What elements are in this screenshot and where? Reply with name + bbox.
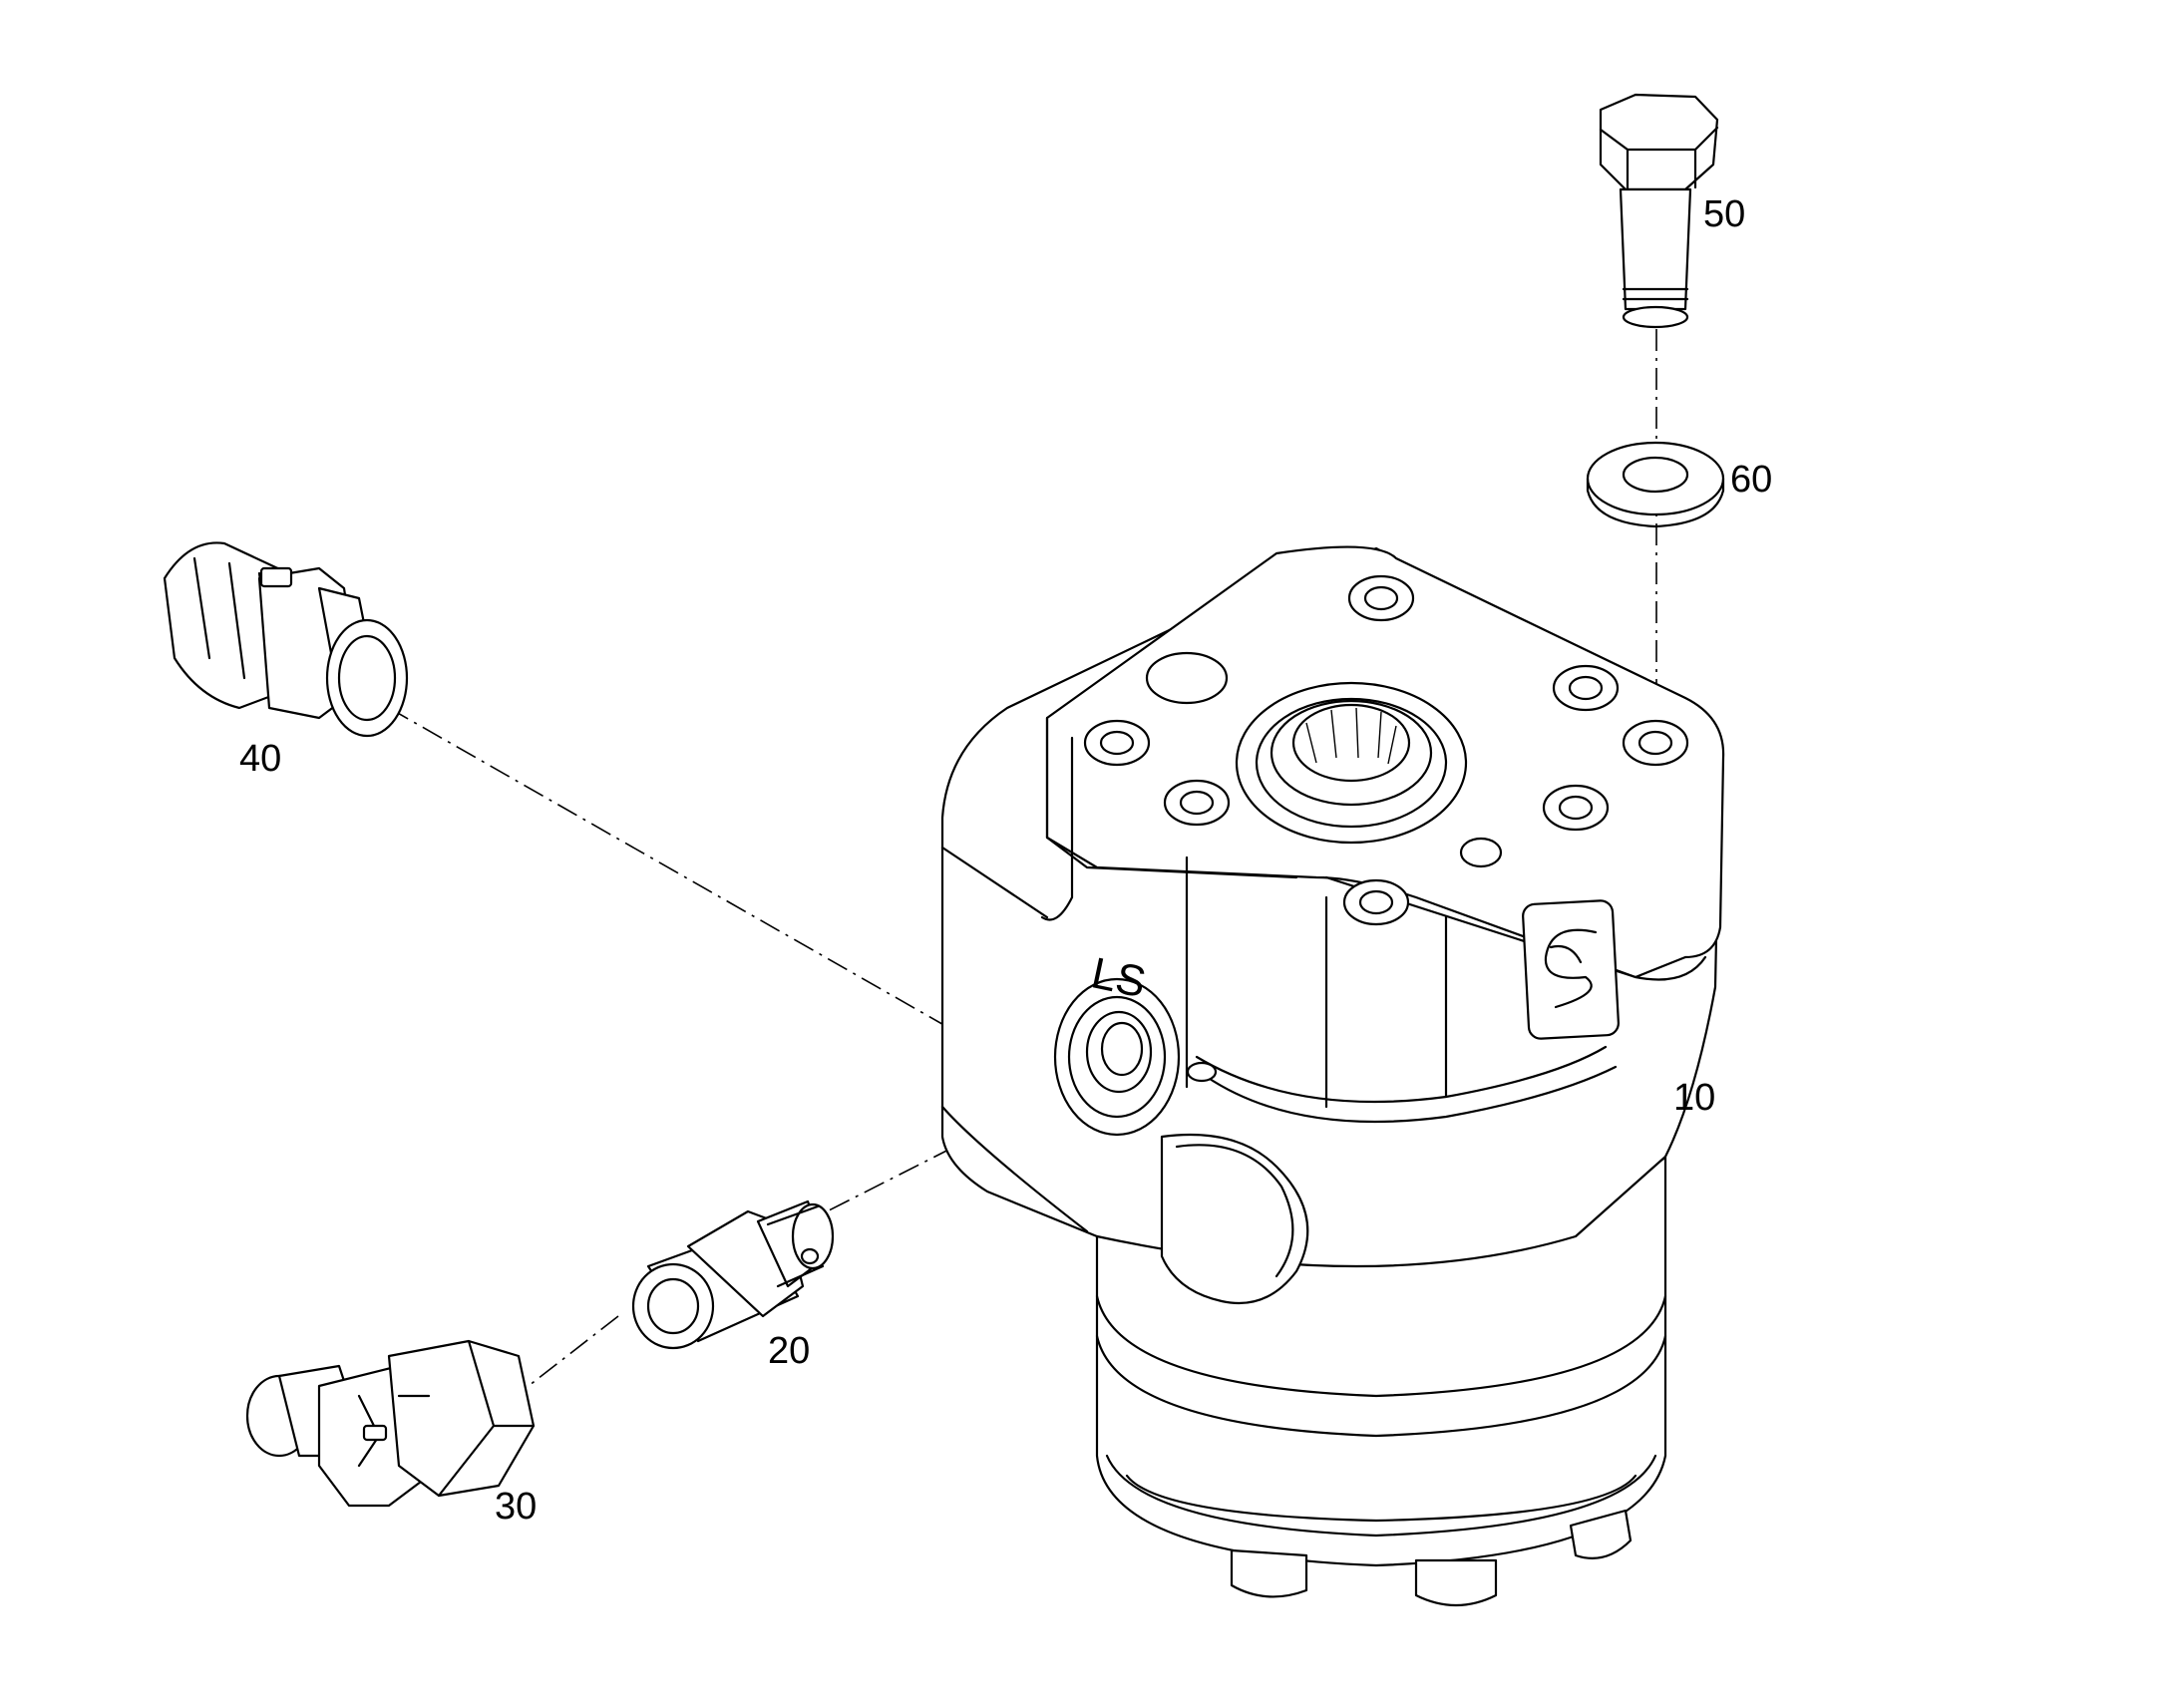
washer-part-60 <box>1586 441 1725 528</box>
fitting-part-20 <box>631 1199 835 1350</box>
elbow-fitting-part-30 <box>245 1339 536 1508</box>
port-marking-ls: LS <box>1087 948 1150 1007</box>
manufacturer-logo-plate <box>1522 899 1620 1040</box>
adapter-fitting-part-40 <box>163 541 409 738</box>
callout-40: 40 <box>239 738 281 780</box>
steering-unit-part-10: LS <box>940 545 1725 1607</box>
hex-bolt-part-50 <box>1599 93 1719 329</box>
callout-10: 10 <box>1673 1077 1715 1119</box>
callout-50: 50 <box>1703 193 1745 235</box>
manufacturer-logo-icon <box>1544 928 1598 1009</box>
callout-20: 20 <box>768 1330 810 1372</box>
callout-labels: 10 20 30 40 50 60 <box>239 193 1772 1528</box>
callout-30: 30 <box>495 1486 537 1528</box>
callout-60: 60 <box>1730 459 1772 501</box>
